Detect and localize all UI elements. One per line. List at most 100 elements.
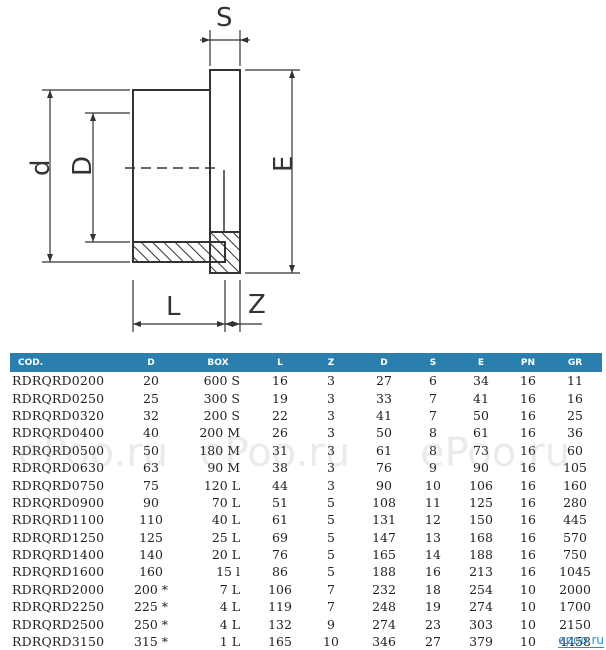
cell-l: 19 [272,390,288,406]
cell-cod: RDRQRD0400 [12,425,105,441]
cell-cod: RDRQRD1250 [12,529,105,545]
header-box: BOX [182,353,254,372]
cell-d-outer: 108 [372,494,396,510]
cell-gr: 750 [563,547,587,563]
cell-s: 18 [425,581,441,597]
cell-gr: 36 [567,425,583,441]
cell-s: 12 [425,512,441,528]
cell-l: 106 [268,581,292,597]
cell-d-nominal: 315 * [133,634,169,650]
cell-d-outer: 27 [376,373,392,389]
cell-box: 200 S [203,407,240,423]
cell-l: 76 [272,547,288,563]
cell-cod: RDRQRD0750 [12,477,105,493]
brand-label: epoo.ru [558,633,604,648]
cell-d-outer: 188 [372,564,396,580]
cell-gr: 570 [563,529,587,545]
cell-d-outer: 232 [372,581,396,597]
cell-pn: 16 [520,442,536,458]
cell-d-outer: 50 [376,425,392,441]
cell-gr: 60 [567,442,583,458]
cell-pn: 16 [520,547,536,563]
cell-z: 3 [327,442,335,458]
cell-l: 61 [272,512,288,528]
cell-d-nominal: 225 * [133,599,169,615]
cell-s: 10 [425,477,441,493]
header-z: Z [306,353,356,372]
cell-box: 7 L [219,581,240,597]
cell-d-outer: 61 [376,442,392,458]
cell-box: 40 L [211,512,240,528]
cell-z: 3 [327,425,335,441]
cell-cod: RDRQRD0630 [12,460,105,476]
cell-cod: RDRQRD1400 [12,547,105,563]
cell-box: 120 L [203,477,240,493]
cell-cod: RDRQRD0320 [12,407,105,423]
cell-box: 300 S [203,390,240,406]
cell-e: 73 [473,442,489,458]
cell-pn: 10 [520,581,536,597]
cell-z: 5 [327,512,335,528]
cell-d-nominal: 110 [139,512,163,528]
cell-d-nominal: 20 [143,373,159,389]
cell-l: 16 [272,373,288,389]
cell-cod: RDRQRD3150 [12,634,105,650]
label-d-inner: D [68,156,98,176]
cell-l: 22 [272,407,288,423]
cell-l: 69 [272,529,288,545]
header-cod: COD. [10,353,120,372]
header-gr: GR [548,353,602,372]
cell-s: 6 [429,373,437,389]
cell-gr: 1700 [559,599,591,615]
cell-box: 15 l [216,564,240,580]
cell-pn: 16 [520,564,536,580]
cell-z: 5 [327,529,335,545]
cell-l: 26 [272,425,288,441]
cell-d-nominal: 63 [143,460,159,476]
header-d-outer: D [356,353,412,372]
cell-gr: 11 [567,373,583,389]
cell-pn: 16 [520,477,536,493]
cell-z: 5 [327,564,335,580]
cell-e: 41 [473,390,489,406]
cell-s: 11 [425,494,441,510]
header-pn: PN [508,353,548,372]
cell-pn: 16 [520,494,536,510]
cell-d-outer: 346 [372,634,396,650]
cell-d-outer: 147 [372,529,396,545]
cell-z: 7 [327,581,335,597]
cell-d-outer: 165 [372,547,396,563]
cell-box: 200 M [199,425,240,441]
cell-e: 274 [469,599,493,615]
cell-l: 31 [272,442,288,458]
cell-cod: RDRQRD1100 [12,512,105,528]
cell-e: 254 [469,581,493,597]
header-s: S [412,353,454,372]
cell-d-nominal: 50 [143,442,159,458]
cell-gr: 445 [563,512,587,528]
cell-s: 19 [425,599,441,615]
cell-pn: 16 [520,373,536,389]
cell-pn: 16 [520,407,536,423]
cell-z: 3 [327,407,335,423]
cell-cod: RDRQRD0900 [12,494,105,510]
cell-cod: RDRQRD1600 [12,564,105,580]
cell-s: 8 [429,442,437,458]
cell-l: 165 [268,634,292,650]
cell-box: 4 L [219,616,240,632]
cell-cod: RDRQRD2500 [12,616,105,632]
cell-e: 90 [473,460,489,476]
cell-pn: 10 [520,634,536,650]
cell-d-nominal: 32 [143,407,159,423]
label-d-outer: d [26,159,56,176]
cell-l: 119 [268,599,292,615]
